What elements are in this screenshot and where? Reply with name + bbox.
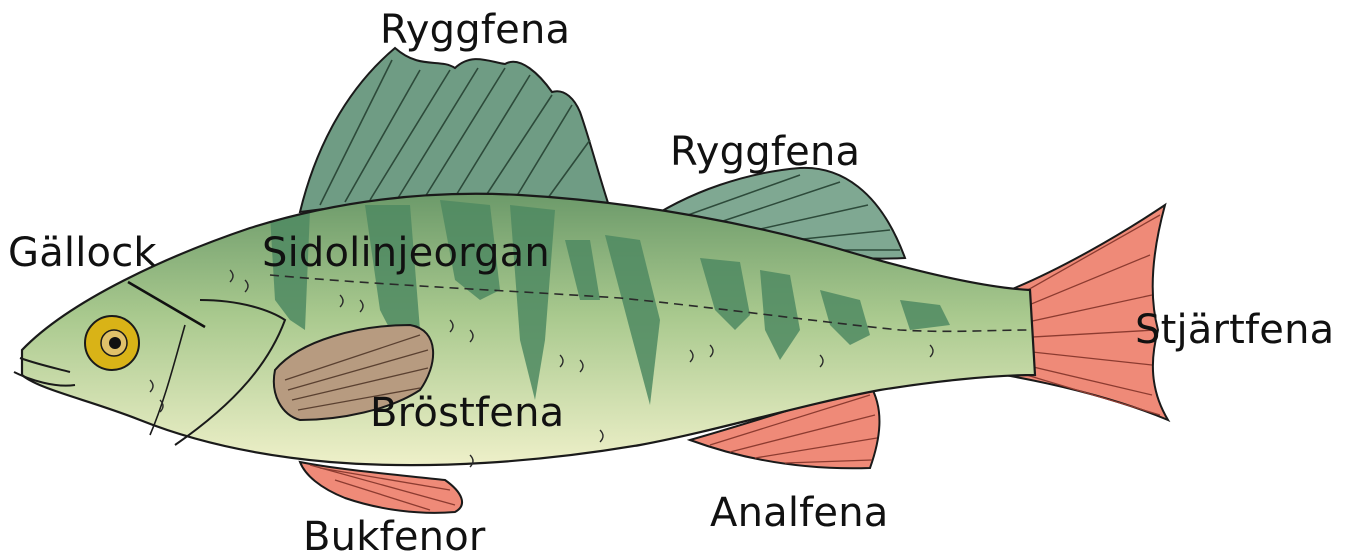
label-stjartfena: Stjärtfena [1135, 310, 1334, 350]
label-ryggfena-front: Ryggfena [380, 10, 570, 50]
pelvic-fin [300, 462, 462, 513]
label-ryggfena-rear: Ryggfena [670, 132, 860, 172]
eye-icon [85, 316, 139, 370]
dorsal-fin-front [300, 48, 612, 215]
label-gallock: Gällock [8, 233, 157, 273]
label-analfena: Analfena [710, 493, 889, 533]
label-sidolinjeorgan: Sidolinjeorgan [262, 233, 550, 273]
label-brostfena: Bröstfena [370, 393, 564, 433]
label-bukfenor: Bukfenor [303, 517, 486, 557]
